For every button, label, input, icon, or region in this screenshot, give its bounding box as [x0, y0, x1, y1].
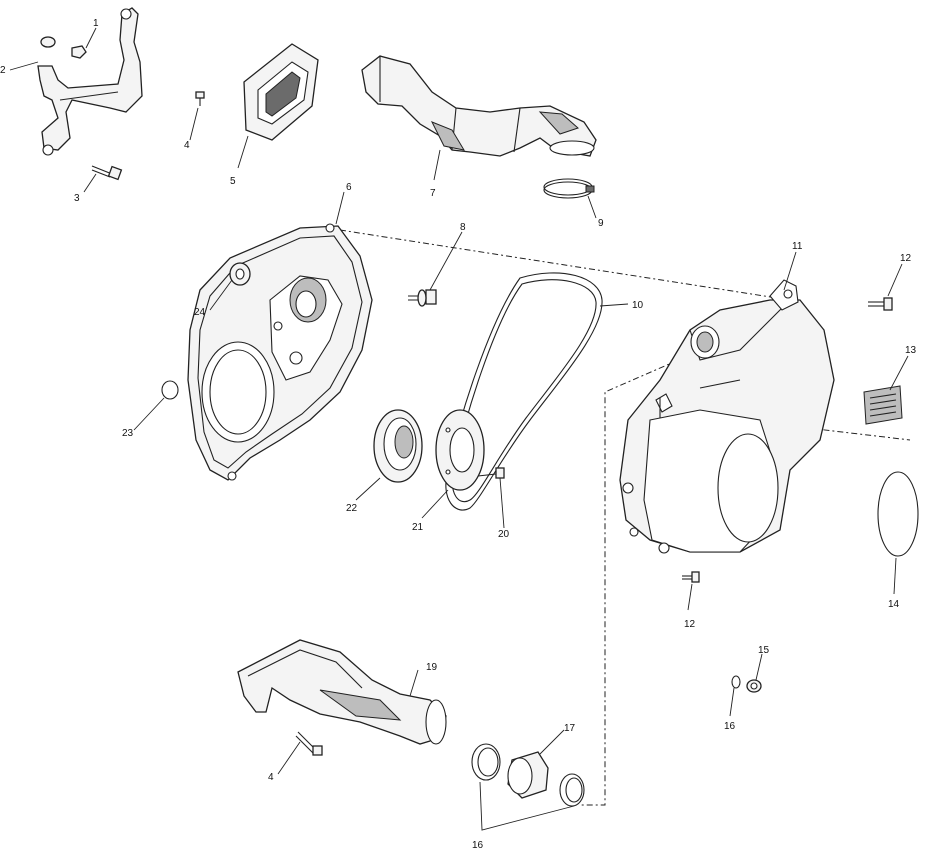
label-part-19: 19: [426, 662, 438, 673]
label-part-22: 22: [346, 503, 358, 514]
label-part-13: 13: [905, 345, 917, 356]
label-part-10: 10: [632, 300, 644, 311]
bolt-bracket: [91, 165, 123, 181]
label-part-7: 7: [430, 188, 436, 199]
disc-gasket: [877, 471, 919, 557]
label-part-21: 21: [412, 522, 424, 533]
label-part-15: 15: [758, 645, 770, 656]
label-part-17: 17: [564, 723, 576, 734]
label-part-6: 6: [346, 182, 352, 193]
screw-cover-top: [868, 297, 893, 311]
label-part-12-top: 12: [900, 253, 912, 264]
bearing-plate: [435, 409, 485, 491]
clamp-left: [471, 743, 501, 781]
screw-small: [195, 91, 205, 106]
outlet-duct: [237, 639, 447, 745]
leader-lines: [9, 27, 909, 831]
screw-plate: [477, 467, 505, 479]
decal: [863, 385, 903, 425]
outer-cover: [619, 279, 835, 554]
label-part-20: 20: [498, 529, 510, 540]
label-part-5: 5: [230, 176, 236, 187]
inner-cover: [187, 223, 373, 481]
nut: [40, 36, 87, 59]
washer-small: [731, 675, 741, 689]
clamp-right: [559, 773, 585, 807]
label-part-12-bottom: 12: [684, 619, 696, 630]
label-part-24: 24: [194, 307, 206, 318]
label-part-23: 23: [122, 428, 134, 439]
label-part-9: 9: [598, 218, 604, 229]
hose-clamp: [543, 178, 595, 199]
part-labels: 1 2 3 4 5 6 7 8 9 10 11 12 13 14 12 15 1…: [0, 18, 917, 850]
label-part-3: 3: [74, 193, 80, 204]
label-part-11: 11: [792, 241, 803, 252]
label-part-2: 2: [0, 65, 6, 76]
o-ring: [161, 380, 179, 400]
label-part-4-bottom: 4: [268, 772, 274, 783]
label-part-8: 8: [460, 222, 466, 233]
bolt-cover: [408, 289, 437, 307]
inlet-boot: [243, 43, 319, 141]
nut-small: [746, 679, 762, 693]
label-part-14: 14: [888, 599, 900, 610]
washer: [229, 262, 251, 286]
screw-cover-bottom: [682, 571, 700, 583]
seal: [373, 409, 423, 483]
coupler-sleeve: [507, 751, 549, 799]
label-part-4-top: 4: [184, 140, 190, 151]
mounting-bracket: [37, 7, 143, 156]
label-part-1: 1: [93, 18, 99, 29]
bolt-duct: [295, 731, 323, 756]
intake-duct: [361, 55, 597, 157]
label-part-16-bottom: 16: [472, 840, 484, 850]
label-part-16-right: 16: [724, 721, 736, 732]
